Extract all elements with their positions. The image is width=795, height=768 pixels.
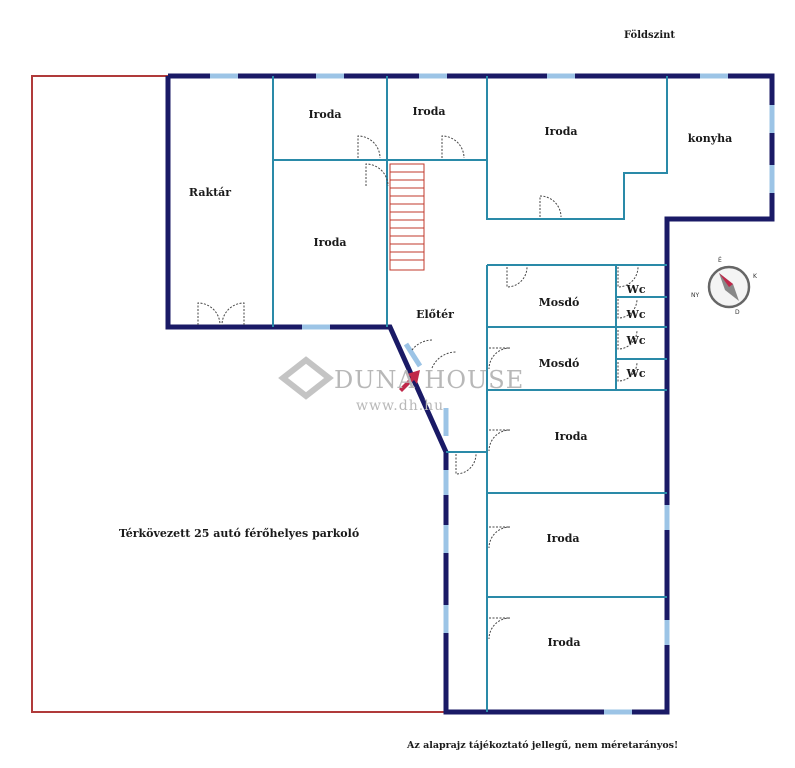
room-wc-4: Wc	[625, 367, 645, 380]
watermark-brand: DUNA HOUSE	[334, 366, 524, 394]
disclaimer-note: Az alaprajz tájékoztató jellegű, nem mér…	[406, 740, 678, 751]
watermark: DUNA HOUSE www.dh.hu	[278, 356, 524, 414]
room-iroda-right-2: Iroda	[546, 532, 579, 545]
compass-east: K	[753, 273, 758, 280]
windows	[210, 73, 775, 715]
stairs	[389, 163, 425, 271]
room-wc-1: Wc	[625, 283, 645, 296]
room-mosdo-2: Mosdó	[539, 357, 580, 370]
compass-west: NY	[691, 292, 699, 299]
parking-label: Térkövezett 25 autó férőhelyes parkoló	[119, 527, 359, 540]
room-iroda-top-2: Iroda	[412, 105, 445, 118]
parking-border	[31, 75, 446, 713]
room-iroda-mid: Iroda	[313, 236, 346, 249]
duna-house-logo-icon	[278, 356, 334, 400]
room-eloter: Előtér	[416, 308, 454, 321]
room-iroda-right-1: Iroda	[554, 430, 587, 443]
compass-north: É	[718, 256, 722, 264]
room-iroda-top-3: Iroda	[544, 125, 577, 138]
entrance-arrow-icon	[399, 370, 420, 392]
compass-icon: É K D NY	[691, 256, 758, 316]
watermark-url: www.dh.hu	[356, 398, 444, 414]
compass-south: D	[735, 309, 740, 316]
room-konyha: konyha	[688, 132, 732, 145]
room-mosdo-1: Mosdó	[539, 296, 580, 309]
outer-wall	[165, 73, 775, 715]
room-iroda-right-3: Iroda	[547, 636, 580, 649]
doors	[197, 135, 639, 640]
room-iroda-top-1: Iroda	[308, 108, 341, 121]
room-wc-3: Wc	[625, 334, 645, 347]
room-raktar: Raktár	[189, 186, 231, 199]
room-wc-2: Wc	[625, 308, 645, 321]
inner-walls	[272, 76, 668, 712]
floor-title: Földszint	[624, 30, 675, 41]
